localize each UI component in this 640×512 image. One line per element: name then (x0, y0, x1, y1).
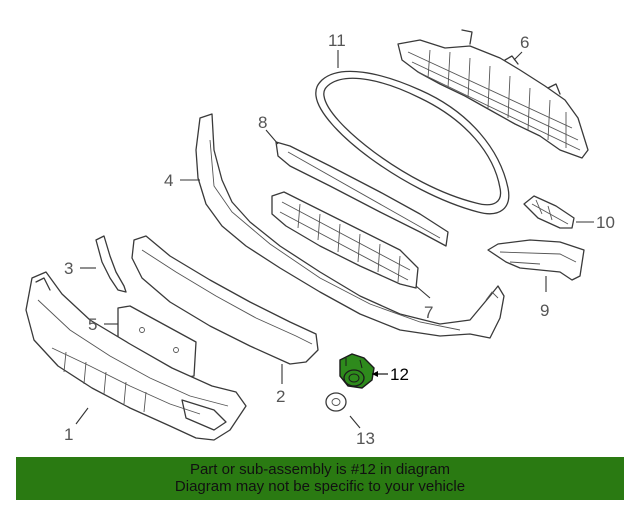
svg-text:2: 2 (276, 387, 285, 406)
part-13-grommet (325, 392, 347, 412)
callout-2: 2 (276, 364, 285, 406)
callout-8: 8 (258, 113, 279, 145)
callout-3: 3 (64, 259, 96, 278)
part-8-grille-molding (275, 141, 449, 247)
svg-text:12: 12 (390, 365, 409, 384)
svg-text:9: 9 (540, 301, 549, 320)
svg-text:3: 3 (64, 259, 73, 278)
part-9-side-grille (487, 239, 585, 281)
svg-text:4: 4 (164, 171, 173, 190)
banner-line-1: Part or sub-assembly is #12 in diagram (189, 461, 451, 478)
svg-text:8: 8 (258, 113, 267, 132)
banner-line-2: Diagram may not be specific to your vehi… (174, 478, 466, 495)
callout-12: 12 (372, 365, 409, 384)
info-banner: Part or sub-assembly is #12 in diagram D… (16, 457, 624, 500)
part-1-bumper-cover (25, 271, 247, 441)
part-12-parking-sensor[interactable] (339, 353, 375, 389)
callout-11: 11 (328, 31, 346, 68)
svg-text:1: 1 (64, 425, 73, 444)
part-6-upper-grille-frame (397, 29, 589, 159)
part-11-grille-surround (315, 70, 510, 215)
part-7-lower-grille (271, 191, 419, 289)
svg-text:7: 7 (424, 303, 433, 322)
parts-diagram: 1 2 3 4 5 6 7 8 9 10 11 12 (25, 29, 615, 448)
part-3-side-trim (95, 235, 127, 293)
part-10-side-bracket (523, 195, 575, 229)
part-2-lower-valance (131, 235, 319, 365)
svg-text:5: 5 (88, 315, 97, 334)
callout-6: 6 (513, 33, 529, 61)
svg-text:13: 13 (356, 429, 375, 448)
callout-9: 9 (540, 276, 549, 320)
part-4-bumper-absorber (195, 113, 505, 339)
callout-5: 5 (88, 315, 118, 334)
svg-text:11: 11 (328, 31, 346, 50)
callout-13: 13 (349, 415, 375, 448)
callout-4: 4 (164, 171, 200, 190)
callout-1: 1 (64, 407, 89, 444)
svg-text:10: 10 (596, 213, 615, 232)
callout-10: 10 (576, 213, 615, 232)
svg-text:6: 6 (520, 33, 529, 52)
callout-7: 7 (415, 285, 433, 322)
